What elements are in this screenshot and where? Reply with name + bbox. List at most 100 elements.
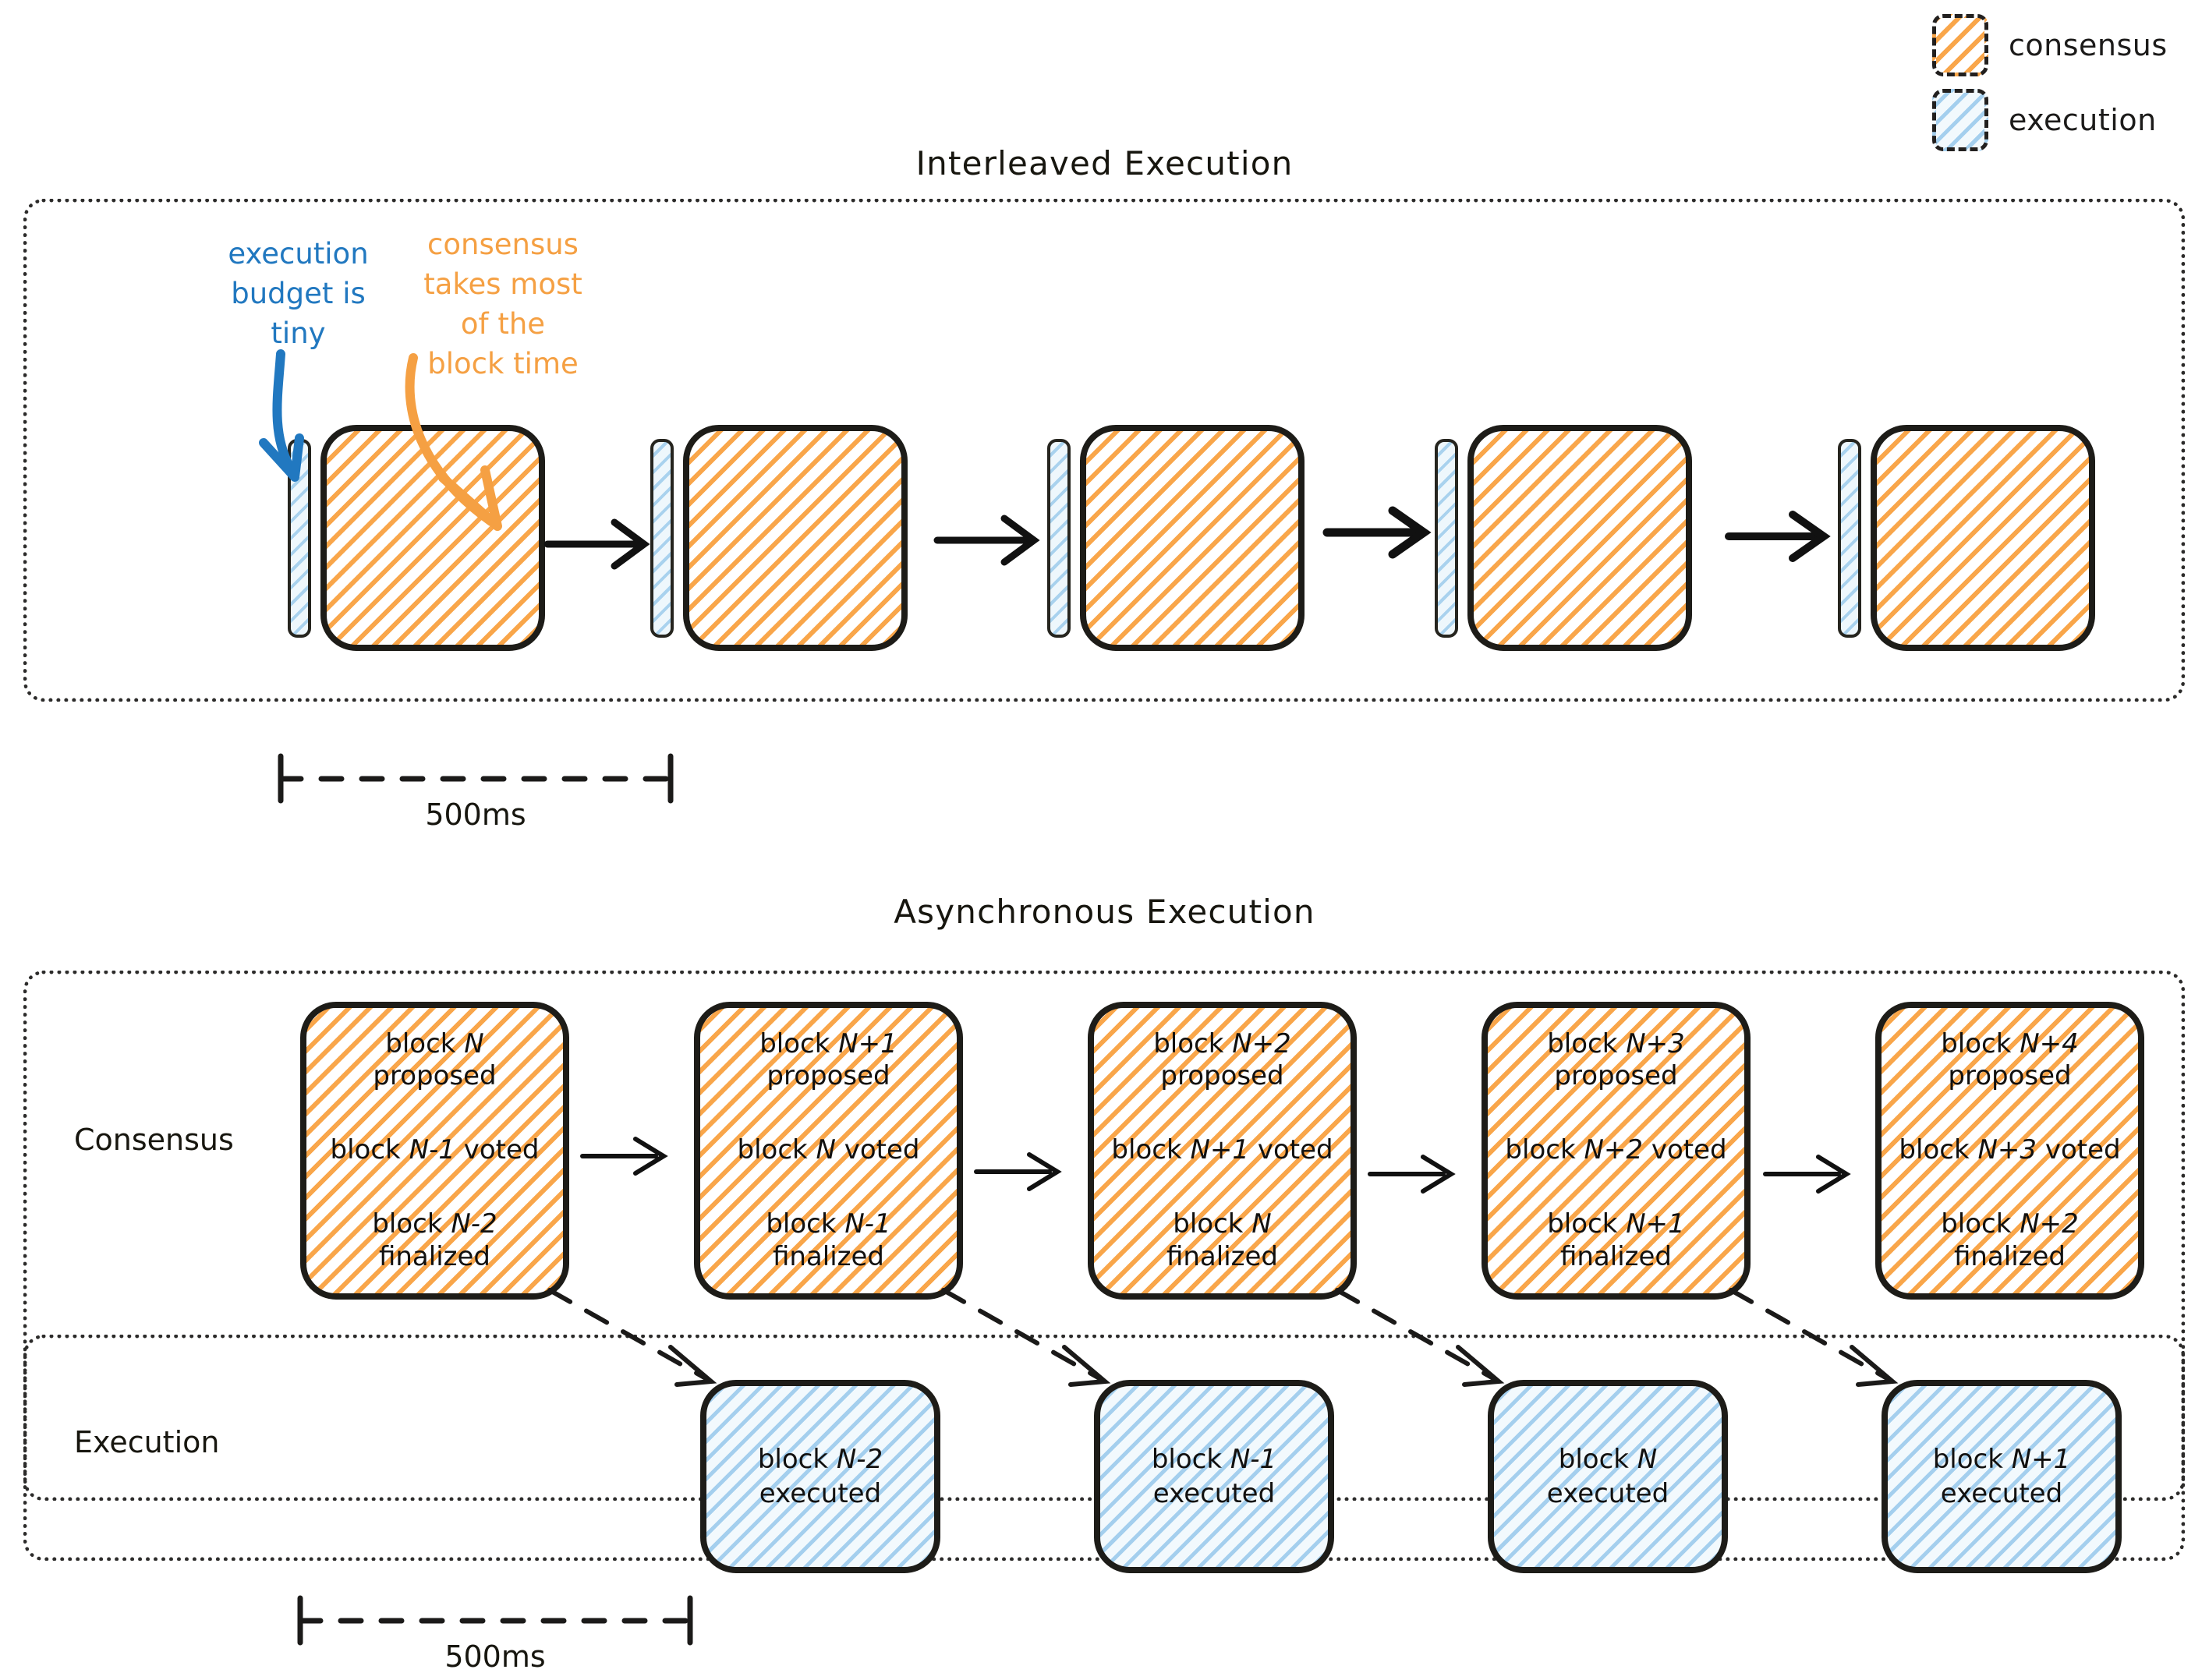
consensus-block-3-proposed-verb: proposed bbox=[1160, 1060, 1284, 1092]
annotation-arrow-execution-icon bbox=[259, 349, 304, 482]
consensus-block-1-proposed-idx: N bbox=[464, 1028, 484, 1059]
interleaved-arrow-2 bbox=[933, 515, 1040, 566]
consensus-block-5-finalized: block N+2 finalized bbox=[1888, 1208, 2132, 1273]
consensus-block-3-finalized: block N finalized bbox=[1100, 1208, 1344, 1273]
annotation-execution-budget: execution budget is tiny bbox=[214, 234, 382, 353]
row-label-consensus: Consensus bbox=[74, 1123, 234, 1157]
consensus-block-5-voted-idx: N+3 bbox=[1977, 1134, 2037, 1166]
legend-item-execution: execution bbox=[1932, 83, 2197, 157]
measure-label-500ms-top: 500ms bbox=[425, 798, 526, 832]
consensus-block-1-voted-pre: block bbox=[330, 1134, 409, 1166]
execution-block-1-label: block N-2 executed bbox=[758, 1442, 883, 1511]
interleaved-consensus-block-2 bbox=[683, 425, 908, 651]
consensus-block-4: block N+3 proposed block N+2 voted block… bbox=[1482, 1002, 1751, 1300]
handoff-arrow-3 bbox=[1335, 1288, 1505, 1387]
consensus-block-5-proposed-pre: block bbox=[1941, 1028, 2020, 1059]
consensus-arrow-1 bbox=[580, 1137, 668, 1176]
consensus-block-2-voted: block N voted bbox=[706, 1134, 951, 1166]
consensus-arrow-2 bbox=[974, 1152, 1062, 1191]
consensus-block-3-voted-verb: voted bbox=[1249, 1134, 1333, 1166]
execution-block-3-label: block N executed bbox=[1547, 1442, 1669, 1511]
consensus-block-1-voted: block N-1 voted bbox=[313, 1134, 557, 1166]
interleaved-arrow-4 bbox=[1725, 511, 1831, 562]
consensus-block-3-voted: block N+1 voted bbox=[1100, 1134, 1344, 1166]
section-title-interleaved: Interleaved Execution bbox=[915, 144, 1294, 182]
hatched-square-blue-icon bbox=[1932, 89, 1988, 151]
consensus-block-3-voted-pre: block bbox=[1111, 1134, 1191, 1166]
consensus-block-3-proposed: block N+2 proposed bbox=[1100, 1028, 1344, 1093]
hatched-square-orange-icon bbox=[1932, 14, 1988, 76]
section-title-asynchronous: Asynchronous Execution bbox=[894, 893, 1315, 931]
consensus-block-4-finalized-pre: block bbox=[1547, 1208, 1627, 1240]
consensus-block-2-finalized: block N-1 finalized bbox=[706, 1208, 951, 1273]
consensus-block-5-finalized-verb: finalized bbox=[1953, 1240, 2066, 1272]
consensus-block-4-voted-verb: voted bbox=[1643, 1134, 1727, 1166]
consensus-block-1-proposed: block N proposed bbox=[313, 1028, 557, 1093]
consensus-block-5-proposed-idx: N+4 bbox=[2020, 1028, 2079, 1059]
consensus-block-3-finalized-idx: N bbox=[1251, 1208, 1272, 1240]
interleaved-execution-bar-5 bbox=[1838, 439, 1861, 638]
legend-item-consensus: consensus bbox=[1932, 8, 2197, 83]
execution-block-3-state: executed bbox=[1546, 1478, 1669, 1509]
measure-500ms-top: 500ms bbox=[277, 752, 674, 838]
consensus-block-4-voted-pre: block bbox=[1505, 1134, 1584, 1166]
consensus-block-5-proposed: block N+4 proposed bbox=[1888, 1028, 2132, 1093]
consensus-block-1-proposed-pre: block bbox=[385, 1028, 465, 1059]
annotation-execution-budget-line1: execution bbox=[228, 237, 369, 271]
consensus-block-1-finalized-idx: N-2 bbox=[451, 1208, 497, 1240]
legend-label-execution: execution bbox=[2009, 103, 2157, 137]
consensus-arrow-3 bbox=[1368, 1155, 1456, 1194]
annotation-consensus-share-line1: consensus bbox=[427, 228, 579, 261]
interleaved-arrow-1 bbox=[543, 518, 650, 570]
consensus-block-1-voted-verb: voted bbox=[455, 1134, 540, 1166]
annotation-consensus-share-line4: block time bbox=[427, 347, 579, 381]
consensus-block-5-finalized-idx: N+2 bbox=[2020, 1208, 2079, 1240]
consensus-block-1-finalized-pre: block bbox=[372, 1208, 451, 1240]
consensus-block-3-finalized-pre: block bbox=[1173, 1208, 1252, 1240]
consensus-block-4-finalized-idx: N+1 bbox=[1626, 1208, 1685, 1240]
consensus-block-3-voted-idx: N+1 bbox=[1190, 1134, 1250, 1166]
annotation-execution-budget-line3: tiny bbox=[271, 317, 326, 351]
execution-block-1-state: executed bbox=[759, 1478, 882, 1509]
legend-label-consensus: consensus bbox=[2009, 28, 2168, 62]
annotation-consensus-share-line3: of the bbox=[460, 307, 546, 341]
consensus-block-5-finalized-pre: block bbox=[1941, 1208, 2020, 1240]
consensus-block-5-voted-verb: voted bbox=[2037, 1134, 2121, 1166]
consensus-block-4-finalized-verb: finalized bbox=[1559, 1240, 1673, 1272]
execution-block-1-pre: block bbox=[757, 1443, 837, 1475]
execution-block-4-pre: block bbox=[1932, 1443, 2012, 1475]
interleaved-execution-bar-4 bbox=[1435, 439, 1458, 638]
execution-block-3-pre: block bbox=[1558, 1443, 1637, 1475]
row-label-execution: Execution bbox=[74, 1425, 220, 1459]
consensus-block-2-proposed: block N+1 proposed bbox=[706, 1028, 951, 1093]
consensus-block-2-voted-verb: voted bbox=[835, 1134, 920, 1166]
consensus-block-1-finalized-verb: finalized bbox=[378, 1240, 491, 1272]
handoff-arrow-4 bbox=[1729, 1288, 1899, 1387]
consensus-block-5-proposed-verb: proposed bbox=[1948, 1060, 2072, 1092]
measure-500ms-bottom: 500ms bbox=[296, 1594, 694, 1680]
consensus-block-2-proposed-verb: proposed bbox=[766, 1060, 890, 1092]
legend: consensus execution bbox=[1932, 8, 2197, 157]
consensus-block-2-finalized-pre: block bbox=[766, 1208, 845, 1240]
execution-block-2-state: executed bbox=[1152, 1478, 1276, 1509]
consensus-block-2-proposed-pre: block bbox=[759, 1028, 839, 1059]
interleaved-execution-bar-3 bbox=[1047, 439, 1071, 638]
annotation-consensus-share-line2: takes most bbox=[423, 267, 582, 302]
execution-block-4-idx: N+1 bbox=[2011, 1443, 2071, 1475]
consensus-block-3-finalized-verb: finalized bbox=[1166, 1240, 1279, 1272]
panel-interleaved-execution bbox=[23, 199, 2185, 702]
consensus-block-2-finalized-verb: finalized bbox=[772, 1240, 885, 1272]
execution-block-2-label: block N-1 executed bbox=[1152, 1442, 1276, 1511]
consensus-block-4-proposed-verb: proposed bbox=[1554, 1060, 1678, 1092]
execution-block-2: block N-1 executed bbox=[1094, 1380, 1334, 1573]
consensus-block-1: block N proposed block N-1 voted block N… bbox=[300, 1002, 569, 1300]
consensus-block-2-proposed-idx: N+1 bbox=[838, 1028, 897, 1059]
execution-block-3-idx: N bbox=[1637, 1443, 1658, 1475]
consensus-block-5: block N+4 proposed block N+3 voted block… bbox=[1875, 1002, 2144, 1300]
interleaved-consensus-block-5 bbox=[1871, 425, 2095, 651]
handoff-arrow-2 bbox=[941, 1288, 1111, 1387]
consensus-block-4-voted: block N+2 voted bbox=[1494, 1134, 1738, 1166]
execution-block-2-idx: N-1 bbox=[1230, 1443, 1277, 1475]
execution-block-3: block N executed bbox=[1488, 1380, 1728, 1573]
consensus-block-2: block N+1 proposed block N voted block N… bbox=[694, 1002, 963, 1300]
